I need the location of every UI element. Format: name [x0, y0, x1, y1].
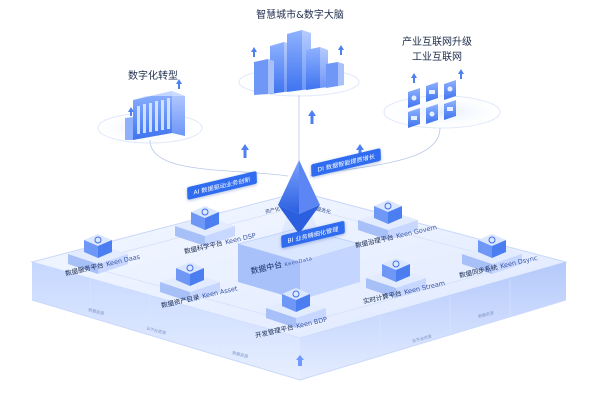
atom-icon — [201, 208, 209, 216]
module-slab-right — [98, 254, 128, 274]
city-skyline-icon — [251, 30, 344, 95]
module-slab-right — [205, 226, 235, 246]
digital-transformation-label: 数字化转型 — [128, 71, 178, 82]
right-halo — [383, 95, 501, 129]
industrial-internet-upgrade-label: 产业互联网升级 — [402, 37, 472, 48]
module-tile-right — [296, 294, 310, 312]
module-block-asset — [160, 262, 220, 302]
module-block-bdp — [266, 288, 326, 328]
office-building-icon — [125, 79, 185, 140]
module-tile-right — [388, 206, 402, 224]
module-tile-right — [396, 264, 410, 282]
module-tile-left — [382, 264, 396, 282]
module-block-dsync — [462, 234, 522, 274]
module-tile-right — [98, 240, 112, 258]
module-slab-right — [296, 308, 326, 328]
module-slab-right — [396, 278, 426, 298]
cubes-icon — [384, 202, 392, 210]
industrial-tiles-icon — [408, 69, 464, 128]
crystal-pyramid — [278, 160, 320, 234]
module-tile-left — [84, 240, 98, 258]
module-slab-left — [366, 278, 396, 298]
module-slab-left — [68, 254, 98, 274]
module-slab-right — [190, 282, 220, 302]
module-slab-left — [266, 308, 296, 328]
module-slab-right — [388, 220, 418, 240]
module-slab-left — [462, 254, 492, 274]
left-connector-line — [149, 139, 289, 177]
module-tile-left — [191, 212, 205, 230]
module-slab-left — [175, 226, 205, 246]
industrial-internet-label: 工业互联网 — [412, 52, 462, 63]
module-slab-right — [492, 254, 522, 274]
module-tile-right — [492, 240, 506, 258]
module-tile-left — [176, 268, 190, 286]
document-flow-icon — [392, 260, 400, 268]
module-block-govern — [358, 200, 418, 240]
module-tile-right — [205, 212, 219, 230]
module-tile-left — [374, 206, 388, 224]
up-arrow-icons — [241, 110, 364, 158]
module-tile-left — [478, 240, 492, 258]
sync-arrows-icon — [488, 236, 496, 244]
module-slab-left — [358, 220, 388, 240]
module-blocks — [68, 200, 522, 328]
module-tile-left — [282, 294, 296, 312]
grid-frame-icon — [292, 290, 300, 298]
module-block-dsp — [175, 206, 235, 246]
module-block-daas — [68, 234, 128, 274]
module-block-stream — [366, 258, 426, 298]
network-share-icon — [94, 236, 102, 244]
database-icon — [186, 264, 194, 272]
module-slab-left — [160, 282, 190, 302]
smart-city-label: 智慧城市&数字大脑 — [256, 10, 344, 21]
module-tile-right — [190, 268, 204, 286]
